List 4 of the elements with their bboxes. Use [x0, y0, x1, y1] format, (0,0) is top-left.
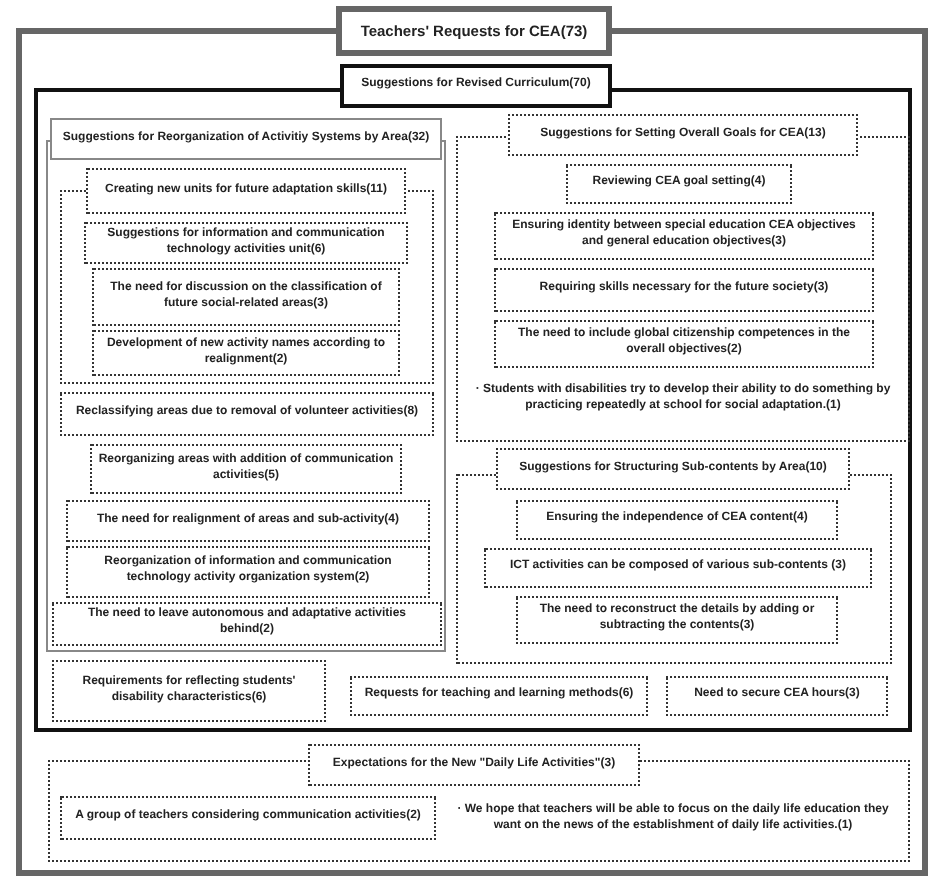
group-frame [456, 448, 892, 664]
group-frame [60, 168, 434, 384]
group-frame [456, 114, 910, 442]
group-frame [48, 744, 910, 862]
